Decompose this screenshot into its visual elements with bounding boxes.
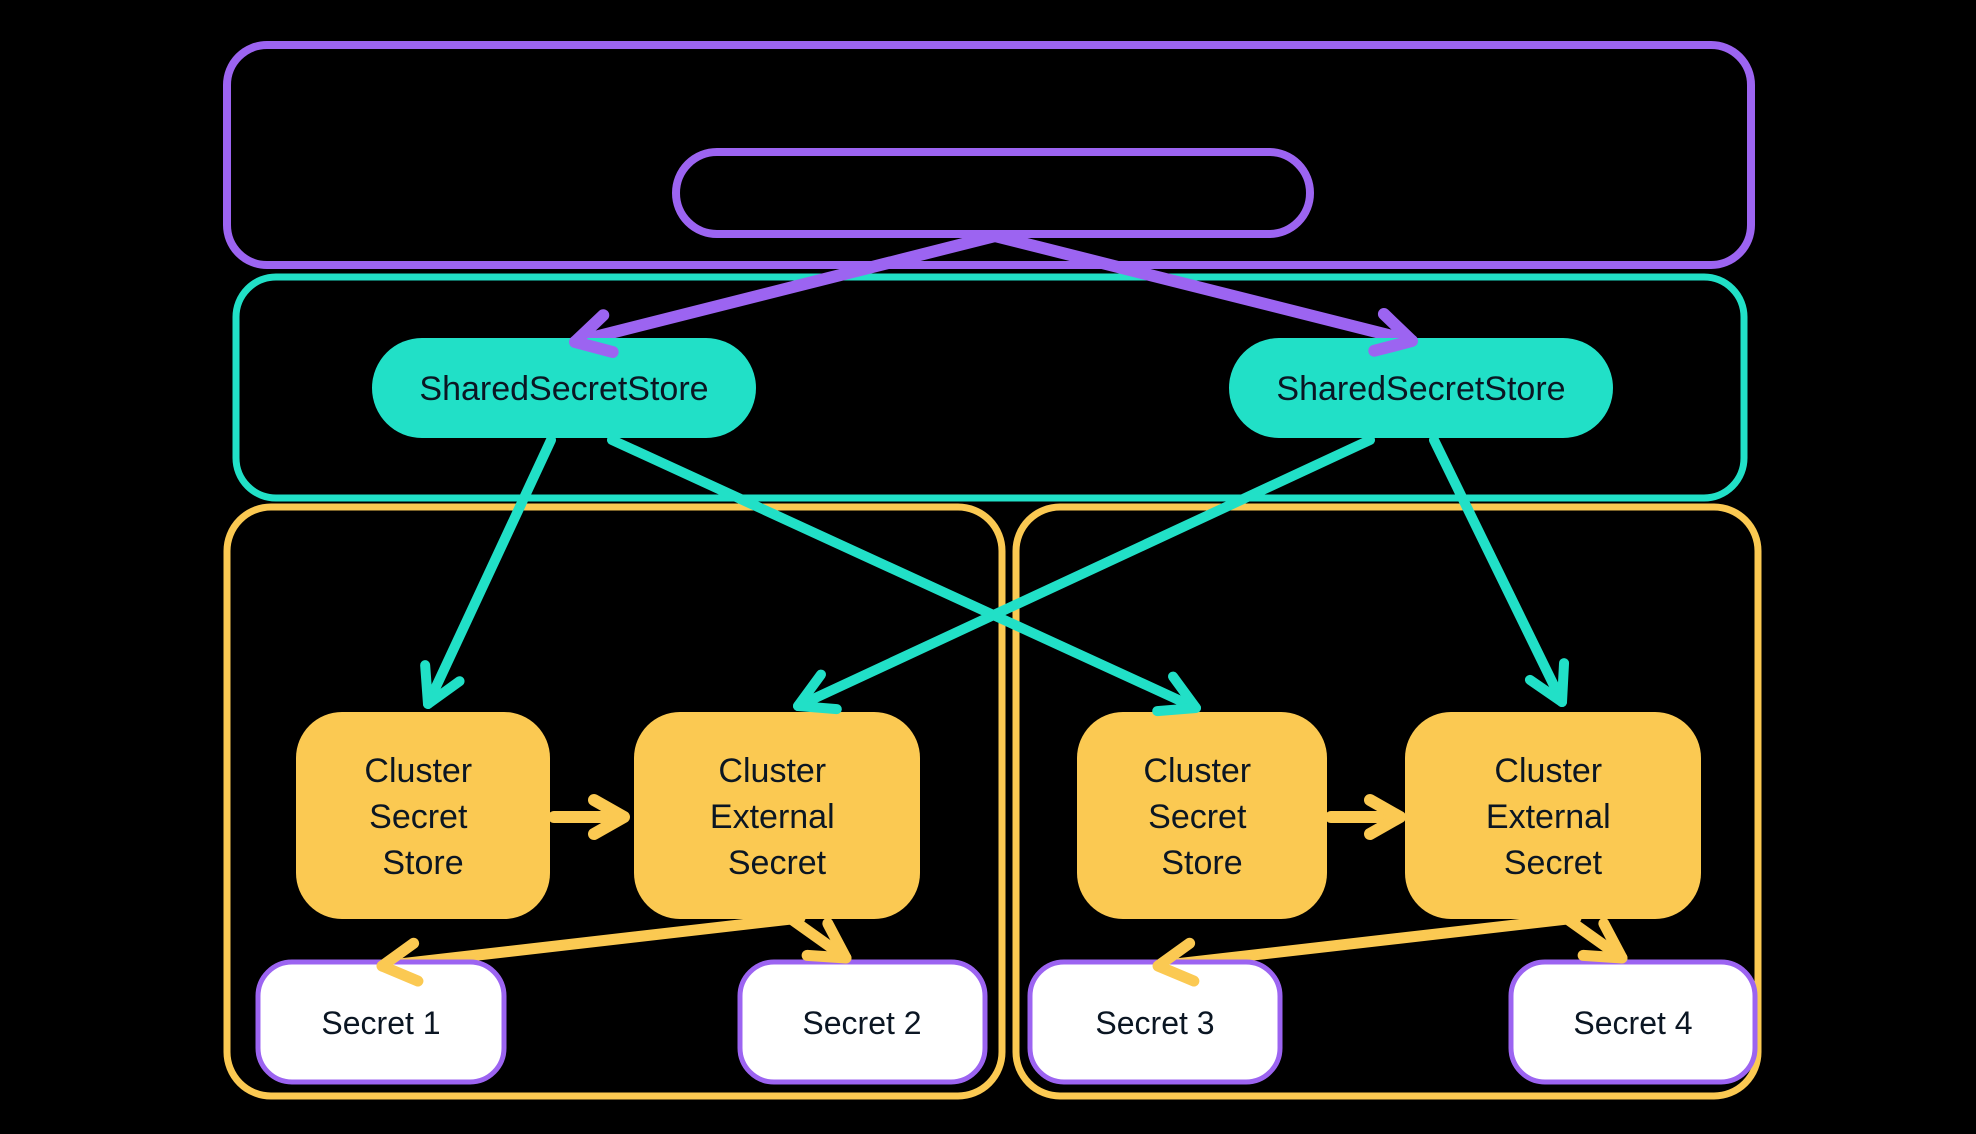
arrowhead-sss1-to-css1 <box>420 660 465 709</box>
secret-pill-3-label: Secret 3 <box>1095 1005 1214 1041</box>
label-line: Secret <box>1148 798 1247 836</box>
arrowhead-ces1-to-secret2 <box>801 918 852 964</box>
cluster-secret-store-box-2: Cluster Secret Store <box>1077 712 1327 919</box>
secret-pill-1: Secret 1 <box>255 959 507 1085</box>
secret-pill-2: Secret 2 <box>737 959 988 1085</box>
arrowhead-sss2-to-ces1 <box>793 669 842 715</box>
label-line: Secret <box>369 798 468 836</box>
arrow-toppill-to-sss1 <box>569 230 1001 348</box>
cluster-1-container <box>223 503 1006 1100</box>
arrow-sss1-to-css1 <box>423 435 556 709</box>
arrow-sss2-to-ces2 <box>1429 435 1567 707</box>
shared-secret-store-pill-1-label: SharedSecretStore <box>419 370 708 408</box>
label-line: Cluster <box>1494 752 1602 790</box>
cluster-secret-store-box-2-label: Cluster Secret Store <box>1143 752 1260 882</box>
cluster-external-secret-box-2-shape <box>1405 712 1701 919</box>
cluster-secret-store-box-1-label: Cluster Secret Store <box>364 752 481 882</box>
secret-pill-2-label: Secret 2 <box>802 1005 921 1041</box>
arrow-sss2-to-ces1 <box>793 435 1375 711</box>
secret-pill-4-label: Secret 4 <box>1573 1005 1692 1041</box>
label-line: External <box>710 798 835 836</box>
arrow-ces1-to-secret1 <box>376 912 806 972</box>
shared-secret-store-pill-2-shape <box>1229 338 1613 438</box>
secret-pill-2-shape <box>737 959 988 1085</box>
arrow-ces2-to-secret3 <box>1152 912 1582 972</box>
cluster-external-secret-box-1: Cluster External Secret <box>634 712 920 919</box>
shared-secret-store-pill-1-shape <box>372 338 756 438</box>
control-plane-pill <box>672 148 1314 238</box>
cluster-external-secret-box-1-label: Cluster External Secret <box>710 752 844 882</box>
arrowhead-css2-to-ces2 <box>1364 794 1406 840</box>
secret-pill-4: Secret 4 <box>1508 959 1758 1085</box>
arrowhead-ces2-to-secret3 <box>1152 937 1200 987</box>
arrow-sss1-to-css2 <box>607 435 1201 713</box>
arrowhead-toppill-to-sss2 <box>1368 307 1418 357</box>
arrowhead-sss1-to-css2 <box>1152 671 1201 717</box>
label-line: Cluster <box>364 752 472 790</box>
cluster-external-secret-box-2: Cluster External Secret <box>1405 712 1701 919</box>
secret-pill-4-shape <box>1508 959 1758 1085</box>
arrowhead-sss2-to-ces2 <box>1524 658 1570 707</box>
cluster-2-container <box>1012 503 1762 1100</box>
label-line: External <box>1486 798 1611 836</box>
cluster-secret-store-box-1: Cluster Secret Store <box>296 712 550 919</box>
secret-pill-3: Secret 3 <box>1027 959 1283 1085</box>
arrowhead-css1-to-ces1 <box>588 794 630 840</box>
label-line: Cluster <box>718 752 826 790</box>
secret-pill-1-label: Secret 1 <box>321 1005 440 1041</box>
arrowhead-toppill-to-sss1 <box>569 309 619 359</box>
label-line: Secret <box>1504 844 1603 882</box>
label-line: Store <box>1161 844 1242 882</box>
arrowhead-ces1-to-secret1 <box>376 937 424 987</box>
shared-store-zone-container <box>232 273 1748 502</box>
label-line: Store <box>382 844 463 882</box>
cluster-secret-store-box-2-shape <box>1077 712 1327 919</box>
arrowhead-ces2-to-secret4 <box>1577 918 1628 964</box>
shared-secret-store-pill-1: SharedSecretStore <box>372 338 756 438</box>
label-line: Cluster <box>1143 752 1251 790</box>
shared-secret-store-pill-2: SharedSecretStore <box>1229 338 1613 438</box>
arrow-toppill-to-sss2 <box>989 230 1418 347</box>
cluster-external-secret-box-2-label: Cluster External Secret <box>1486 752 1620 882</box>
control-plane-container <box>223 41 1755 269</box>
label-line: Secret <box>728 844 827 882</box>
cluster-secret-store-box-1-shape <box>296 712 550 919</box>
cluster-external-secret-box-1-shape <box>634 712 920 919</box>
shared-secret-store-pill-2-label: SharedSecretStore <box>1276 370 1565 408</box>
